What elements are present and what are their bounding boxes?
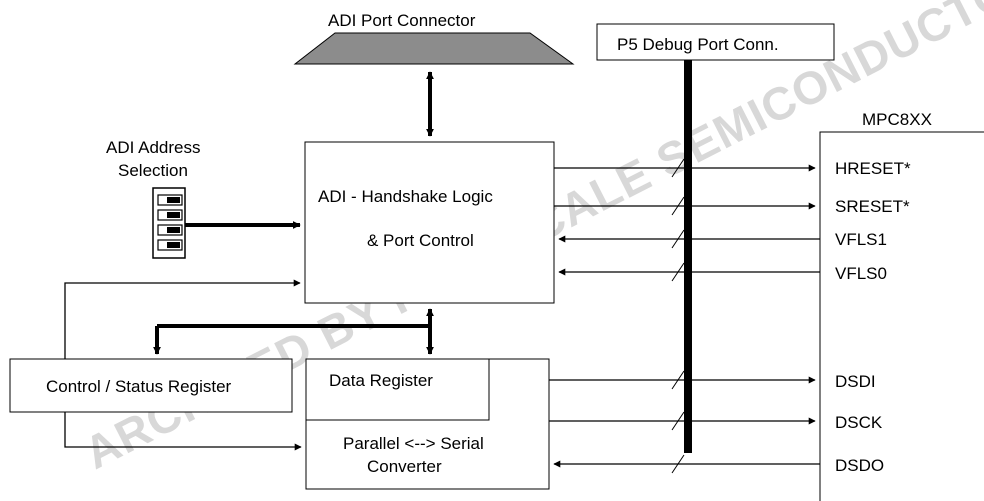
adi-address-label-1: ADI Address [106, 138, 201, 157]
signal-dsck: DSCK [835, 413, 883, 432]
signal-vfls1: VFLS1 [835, 230, 887, 249]
adi-port-connector [293, 32, 575, 65]
mpc-title: MPC8XX [862, 110, 932, 129]
bus-taps [671, 158, 685, 474]
signal-hreset: HRESET* [835, 159, 911, 178]
p5-debug-port-box [596, 23, 835, 61]
dip-switch-icon [152, 187, 186, 259]
mpc-box [819, 131, 984, 501]
debug-bus-bar [684, 60, 692, 453]
data-register-label: Data Register [329, 371, 433, 390]
signal-dsdo: DSDO [835, 456, 884, 475]
handshake-logic-label-2: & Port Control [367, 231, 474, 250]
control-to-logic-line [64, 279, 301, 359]
p5-debug-port-label: P5 Debug Port Conn. [617, 35, 779, 54]
handshake-logic-box [304, 141, 555, 304]
adi-port-connector-label: ADI Port Connector [328, 11, 476, 30]
converter-label-2: Converter [367, 457, 442, 476]
adi-address-label-2: Selection [118, 161, 188, 180]
signal-vfls0: VFLS0 [835, 264, 887, 283]
signal-lines [549, 164, 820, 468]
signal-dsdi: DSDI [835, 372, 876, 391]
control-status-register-label: Control / Status Register [46, 377, 232, 396]
converter-label-1: Parallel <--> Serial [343, 434, 484, 453]
control-to-converter-line [64, 412, 302, 451]
data-register-box [305, 358, 490, 421]
signal-sreset: SRESET* [835, 197, 910, 216]
control-status-register-box [9, 358, 293, 413]
handshake-logic-label-1: ADI - Handshake Logic [318, 187, 493, 206]
